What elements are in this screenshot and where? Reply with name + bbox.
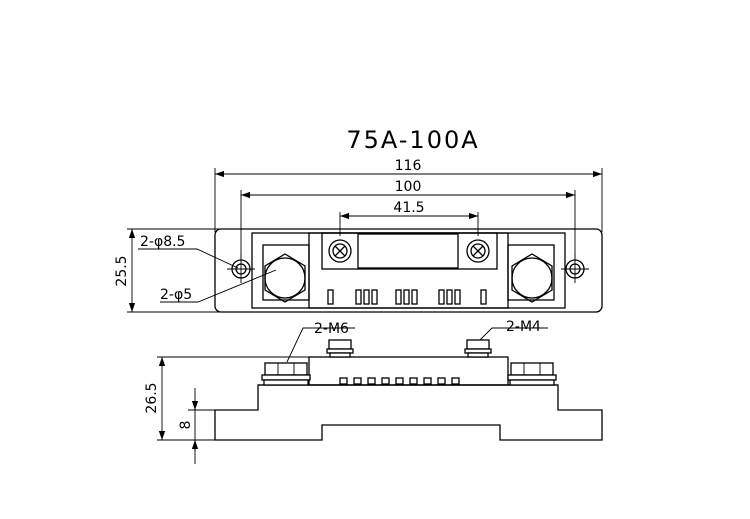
top-view: 116 100 41.5 25.5 <box>114 158 603 313</box>
mount-hole-right <box>561 255 589 283</box>
label-main-bolts: 2-M6 <box>314 321 349 337</box>
dim-base-height: 8 <box>178 421 194 430</box>
side-vent-slots <box>339 377 460 385</box>
main-bolt-right <box>507 244 555 303</box>
terminal-strip <box>321 232 498 270</box>
drawing-title: 75A-100A <box>346 126 479 154</box>
label-small-holes: 2-φ5 <box>160 287 192 303</box>
dim-total-height: 26.5 <box>144 382 160 413</box>
side-sense-screw-left <box>326 339 354 358</box>
main-bolt-left <box>262 244 310 303</box>
side-sense-screw-right <box>464 339 492 358</box>
base-plate <box>214 228 603 313</box>
sense-screw-right <box>466 239 490 263</box>
side-center-block <box>308 356 509 386</box>
dim-terminal-pitch: 41.5 <box>393 200 424 216</box>
dim-height: 25.5 <box>114 255 130 286</box>
mount-hole-left <box>227 255 255 283</box>
resistor-slots <box>327 289 487 305</box>
dim-hole-pitch: 100 <box>395 179 422 195</box>
side-view: 2-M6 2-M4 26.5 8 <box>144 319 603 464</box>
side-main-bolt-left <box>261 362 311 386</box>
dim-overall-width: 116 <box>395 158 422 174</box>
side-base <box>214 384 603 441</box>
label-large-holes: 2-φ8.5 <box>140 234 185 250</box>
label-sense-bolts: 2-M4 <box>506 319 541 335</box>
side-main-bolt-right <box>507 362 557 386</box>
sense-screw-left <box>328 239 352 263</box>
center-insulator <box>357 233 459 269</box>
